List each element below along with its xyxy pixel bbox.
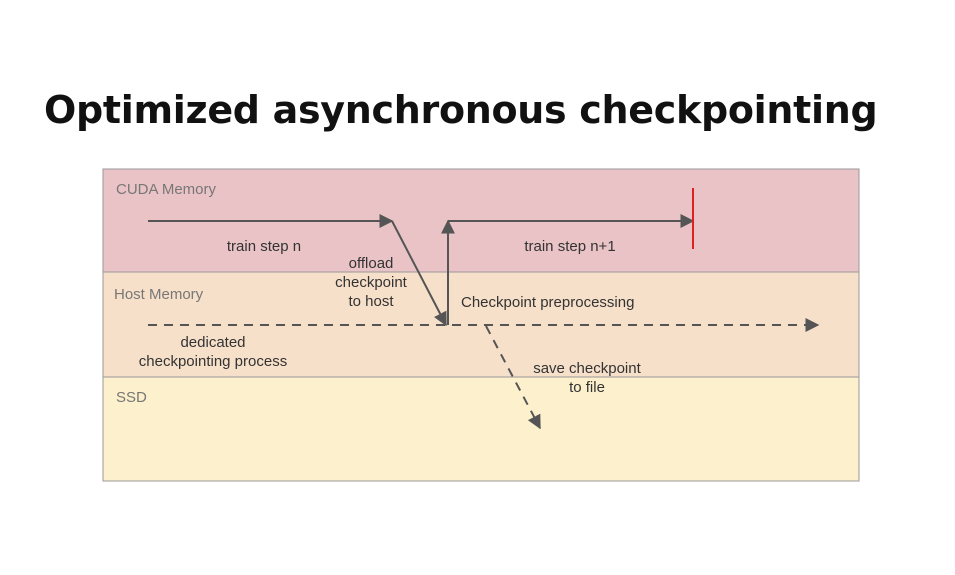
host-memory-label: Host Memory bbox=[114, 286, 204, 303]
ssd-label: SSD bbox=[116, 389, 147, 406]
dedicated-label-1: dedicated bbox=[180, 334, 245, 351]
slide-title: Optimized asynchronous checkpointing bbox=[44, 88, 878, 132]
save-checkpoint-dashed-arrow bbox=[485, 325, 541, 430]
preprocessing-label: Checkpoint preprocessing bbox=[461, 294, 634, 311]
offload-label-2: checkpoint bbox=[335, 274, 408, 291]
save-label-2: to file bbox=[569, 379, 605, 396]
train-step-n-label: train step n bbox=[227, 238, 301, 255]
cuda-memory-label: CUDA Memory bbox=[116, 181, 217, 198]
offload-label-1: offload bbox=[349, 255, 394, 272]
save-label-1: save checkpoint bbox=[533, 360, 641, 377]
offload-arrow bbox=[391, 220, 447, 327]
train-step-n1-label: train step n+1 bbox=[524, 238, 615, 255]
dedicated-label-2: checkpointing process bbox=[139, 353, 287, 370]
offload-label-3: to host bbox=[348, 293, 394, 310]
ssd-band bbox=[102, 376, 860, 482]
